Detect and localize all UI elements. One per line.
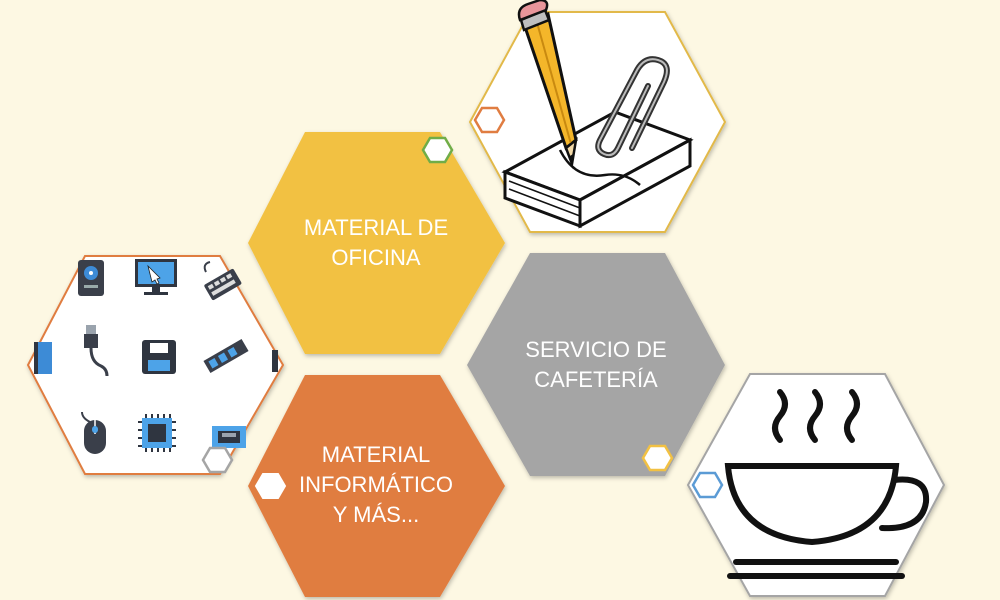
- cafe-image-marker: [691, 471, 724, 499]
- it-label-line3: Y MÁS...: [333, 502, 419, 527]
- office-label-line1: MATERIAL DE: [304, 215, 448, 240]
- it-image-marker: [201, 446, 234, 474]
- it-marker: [254, 473, 287, 499]
- office-label-line2: OFICINA: [331, 245, 421, 270]
- it-label-line2: INFORMÁTICO: [299, 472, 453, 497]
- pencil-notepad-paperclip-icon: [501, 0, 694, 229]
- cafe-marker: [641, 444, 674, 472]
- it-label-line1: MATERIAL: [322, 442, 430, 467]
- office-image-hexagon: [468, 0, 727, 233]
- cafe-segment: SERVICIO DE CAFETERÍA: [467, 253, 725, 476]
- office-marker: [421, 136, 454, 164]
- office-segment: MATERIAL DE OFICINA: [248, 132, 505, 354]
- office-hexagon: [248, 132, 505, 354]
- cafe-hexagon: [467, 253, 725, 476]
- it-image-hexagon: [26, 255, 285, 475]
- office-image-marker: [473, 106, 506, 134]
- computer-components-icon: [34, 259, 278, 454]
- coffee-cup-icon: [724, 389, 930, 579]
- cafe-label-line2: CAFETERÍA: [534, 367, 658, 392]
- cafe-image-hexagon: [686, 373, 946, 597]
- it-segment: MATERIAL INFORMÁTICO Y MÁS...: [248, 375, 505, 597]
- it-hexagon: [248, 375, 505, 597]
- cafe-label-line1: SERVICIO DE: [525, 337, 666, 362]
